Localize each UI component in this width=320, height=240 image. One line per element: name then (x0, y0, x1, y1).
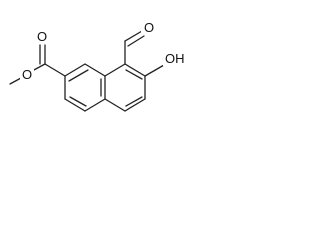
carbonyl-oxygen-label: O (37, 29, 47, 44)
bond-lines (9, 30, 165, 112)
bond (69, 96, 87, 107)
bond (125, 69, 143, 80)
bond (9, 77, 22, 85)
bond (68, 69, 89, 82)
methoxy-oxygen-label: O (22, 67, 32, 82)
bond (124, 98, 146, 112)
bond (84, 98, 106, 112)
bond (84, 63, 106, 77)
bond (125, 96, 143, 107)
aldehyde-oxygen-label: O (144, 20, 154, 35)
bond (64, 63, 86, 77)
atom-labels: O O O OH (20, 20, 187, 82)
molecule-diagram: O O O OH (9, 20, 187, 112)
bond (127, 35, 145, 47)
bond (124, 63, 146, 77)
bond (104, 98, 126, 112)
bond (44, 63, 66, 77)
bond (64, 98, 86, 112)
hydroxyl-label: OH (165, 51, 185, 66)
bond (124, 30, 143, 42)
bond (31, 63, 46, 72)
bond (104, 63, 126, 77)
bond (144, 64, 165, 77)
